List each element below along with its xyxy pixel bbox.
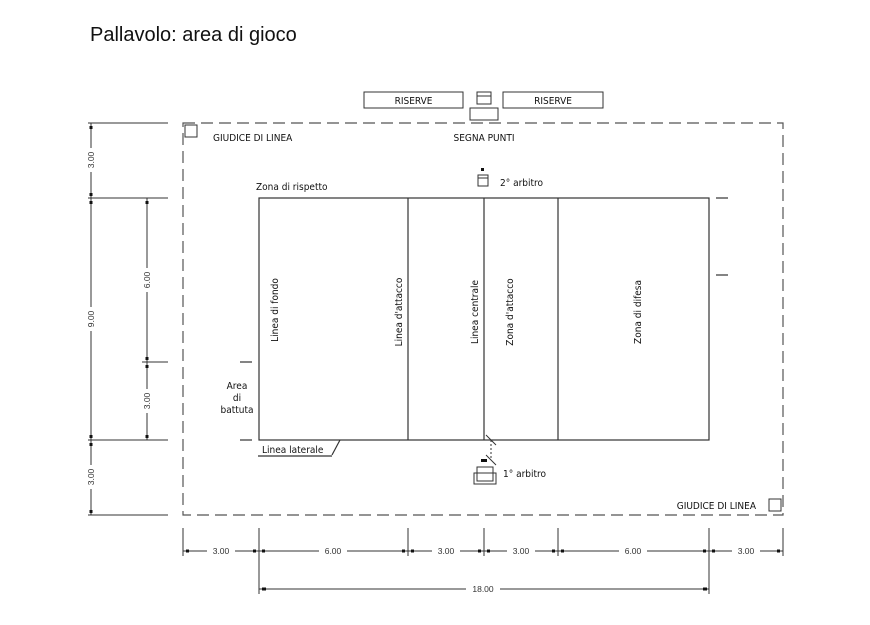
back-line-label: Linea di fondo: [270, 278, 281, 342]
free-zone-boundary: [182, 122, 784, 516]
scorer-chair-icon: [476, 91, 492, 105]
side-line-leader: [331, 439, 341, 456]
left-dimension-ticks: [89, 126, 149, 513]
service-area-line1: Area: [227, 381, 248, 392]
second-referee: 2° arbitro: [477, 168, 544, 189]
respect-zone-label: Zona di rispetto: [256, 182, 328, 193]
bottom-dimension-ticks: [186, 549, 780, 591]
dim-left-bottom: 3.00: [86, 468, 96, 485]
top-benches: RISERVE RISERVE SEGNA PUNTI: [363, 91, 604, 144]
center-line-label: Linea centrale: [470, 279, 481, 344]
dim-left-court: 9.00: [86, 310, 96, 327]
first-referee-label: 1° arbitro: [503, 469, 547, 480]
attack-zone-label: Zona d'attacco: [505, 278, 516, 346]
dim-bottom-2: 6.00: [325, 546, 342, 556]
dim-bottom-5: 6.00: [625, 546, 642, 556]
dim-left-top: 3.00: [86, 151, 96, 168]
attack-line-label: Linea d'attacco: [394, 277, 405, 346]
dim-inner-back-zone: 6.00: [142, 271, 152, 288]
court: [258, 197, 710, 441]
line-judge-bottom: GIUDICE DI LINEA: [677, 498, 782, 512]
dim-bottom-6: 3.00: [738, 546, 755, 556]
bottom-dimension-labels: 3.00 6.00 3.00 3.00 6.00 3.00 18.00: [207, 545, 760, 595]
dim-bottom-total: 18.00: [472, 584, 494, 594]
scorer-table-icon: [469, 107, 499, 121]
side-line-label: Linea laterale: [262, 445, 324, 456]
referee-stand-icon: [477, 174, 489, 187]
line-judge-bottom-label: GIUDICE DI LINEA: [677, 501, 757, 512]
service-area-line3: battuta: [220, 405, 253, 416]
defense-zone-label: Zona di difesa: [633, 280, 644, 344]
second-referee-label: 2° arbitro: [500, 178, 544, 189]
reserves-left-box: [363, 91, 464, 109]
court-ticks: [240, 197, 728, 457]
line-judge-top-label: GIUDICE DI LINEA: [213, 133, 293, 144]
left-dimension-labels: 3.00 9.00 3.00 6.00 3.00: [86, 148, 152, 489]
diagram-title: Pallavolo: area di gioco: [90, 24, 297, 46]
reserves-right-label: RISERVE: [534, 96, 572, 107]
service-area-line2: di: [233, 393, 241, 404]
reserves-right-box: [502, 91, 604, 109]
left-dimensions: [88, 122, 168, 516]
scorer-label: SEGNA PUNTI: [454, 133, 515, 144]
dim-bottom-3: 3.00: [438, 546, 455, 556]
reserves-left-label: RISERVE: [395, 96, 433, 107]
referee-marker-icon: [481, 168, 484, 171]
dim-bottom-4: 3.00: [513, 546, 530, 556]
dim-bottom-1: 3.00: [213, 546, 230, 556]
referee-chair-icon: [476, 466, 494, 482]
line-judge-top: GIUDICE DI LINEA: [184, 124, 293, 144]
dim-inner-front-zone: 3.00: [142, 392, 152, 409]
line-judge-flag-icon: [184, 124, 198, 138]
first-referee: 1° arbitro: [473, 434, 547, 485]
line-judge-flag-icon: [768, 498, 782, 512]
